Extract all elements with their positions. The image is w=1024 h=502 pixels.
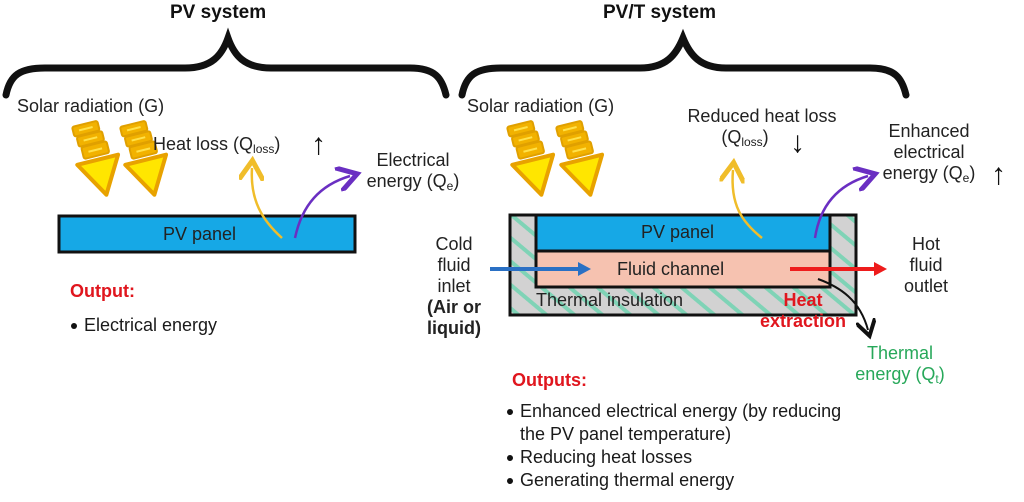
solar-radiation-arrow (555, 120, 605, 197)
pv-system-brace (2, 27, 450, 99)
pv-electrical-energy-label: Electrical energy (Qe) (366, 150, 460, 193)
solar-radiation-arrow (506, 120, 556, 197)
output-item: Reducing heat losses (506, 446, 841, 469)
thermal-energy-label: Thermal energy (Qt) (855, 343, 945, 386)
output-item-continuation: the PV panel temperature) (520, 424, 732, 444)
pvt-system-title: PV/T system (603, 2, 716, 23)
increase-arrow-icon: ↑ (991, 158, 1006, 191)
electrical-energy-arrow (293, 176, 350, 239)
enhanced-electrical-arrow (813, 176, 868, 239)
heat-extraction-arrow (817, 278, 868, 330)
decrease-arrow-icon: ↓ (790, 126, 805, 159)
heat-loss-arrow (252, 168, 283, 239)
output-item: Electrical energy (70, 314, 217, 337)
pv-output-heading: Output: (70, 281, 135, 301)
pvt-system-brace (458, 28, 910, 99)
fluid-channel-label: Fluid channel (617, 259, 725, 279)
pvt-output-heading: Outputs: (512, 370, 587, 390)
cold-fluid-inlet-label: Cold fluid inlet (Air or liquid) (427, 234, 481, 338)
pv-panel-label: PV panel (163, 224, 237, 244)
pv-solar-radiation-label: Solar radiation (G) (17, 96, 165, 116)
increase-arrow-icon: ↑ (311, 128, 326, 161)
pvt-output-list: Enhanced electrical energy (by reducing … (506, 400, 841, 492)
heat-extraction-label: Heat extraction (759, 290, 847, 331)
reduced-heat-loss-arrow (733, 170, 763, 239)
pvt-solar-radiation-label: Solar radiation (G) (467, 96, 615, 116)
hot-fluid-outlet-label: Hot fluid outlet (903, 234, 949, 296)
reduced-heat-loss-label: Reduced heat loss (Qloss) (687, 106, 837, 149)
thermal-insulation-label: Thermal insulation (536, 290, 684, 310)
pv-heat-loss-label: Heat loss (Qloss) (153, 134, 281, 156)
solar-radiation-arrow (119, 120, 169, 197)
solar-radiation-arrow (71, 120, 121, 197)
output-item: Generating thermal energy (506, 469, 841, 492)
output-item: Enhanced electrical energy (by reducing (506, 400, 841, 423)
pv-output-list: Electrical energy (70, 314, 217, 337)
pv-system-title: PV system (170, 2, 267, 23)
pvt-pv-panel-label: PV panel (641, 222, 715, 242)
pv-panel (57, 214, 357, 254)
enhanced-electrical-energy-label: Enhanced electrical energy (Qe) (882, 121, 976, 185)
